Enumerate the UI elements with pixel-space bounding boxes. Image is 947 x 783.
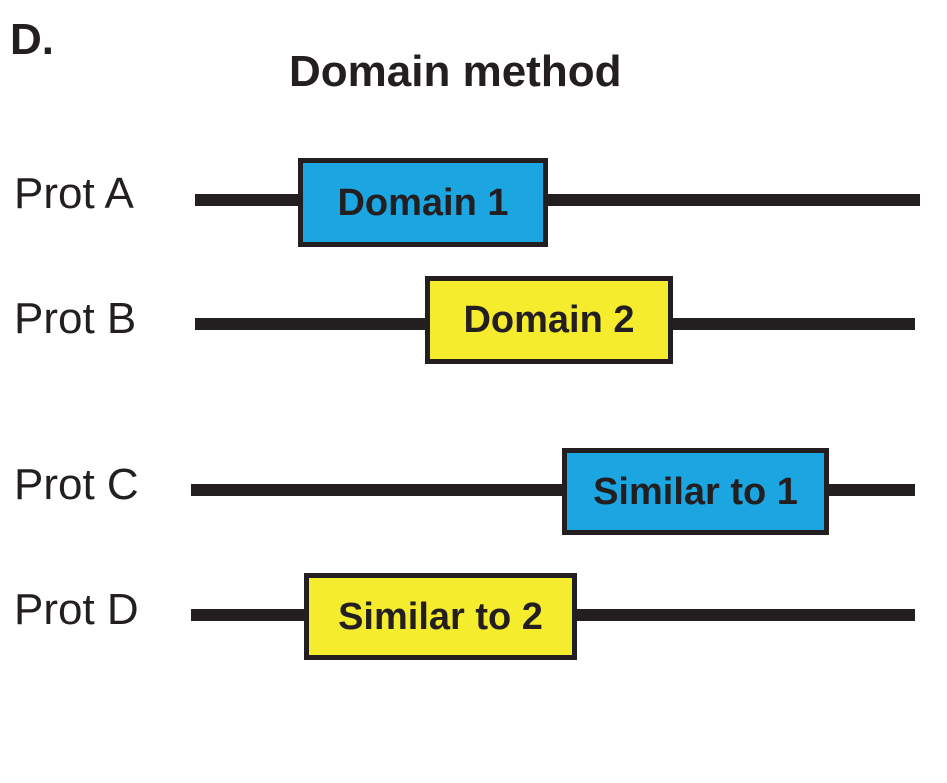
domain-box: Similar to 1 bbox=[562, 448, 829, 535]
domain-label: Similar to 1 bbox=[593, 470, 798, 513]
protein-row-b: Prot B Domain 2 bbox=[0, 275, 947, 365]
domain-label: Domain 2 bbox=[463, 299, 635, 341]
protein-label: Prot B bbox=[14, 294, 137, 343]
domain-box: Domain 2 bbox=[425, 276, 673, 364]
domain-box: Similar to 2 bbox=[304, 573, 577, 660]
panel-label: D. bbox=[10, 15, 54, 64]
domain-box: Domain 1 bbox=[298, 158, 548, 247]
domain-label: Domain 1 bbox=[337, 181, 509, 224]
protein-row-a: Prot A Domain 1 bbox=[0, 155, 947, 247]
domain-label: Similar to 2 bbox=[338, 595, 543, 638]
protein-row-d: Prot D Similar to 2 bbox=[0, 571, 947, 661]
protein-label: Prot D bbox=[14, 585, 139, 634]
figure-title: Domain method bbox=[289, 47, 622, 96]
protein-row-c: Prot C Similar to 1 bbox=[0, 447, 947, 537]
protein-label: Prot C bbox=[14, 460, 139, 509]
protein-label: Prot A bbox=[14, 169, 134, 218]
